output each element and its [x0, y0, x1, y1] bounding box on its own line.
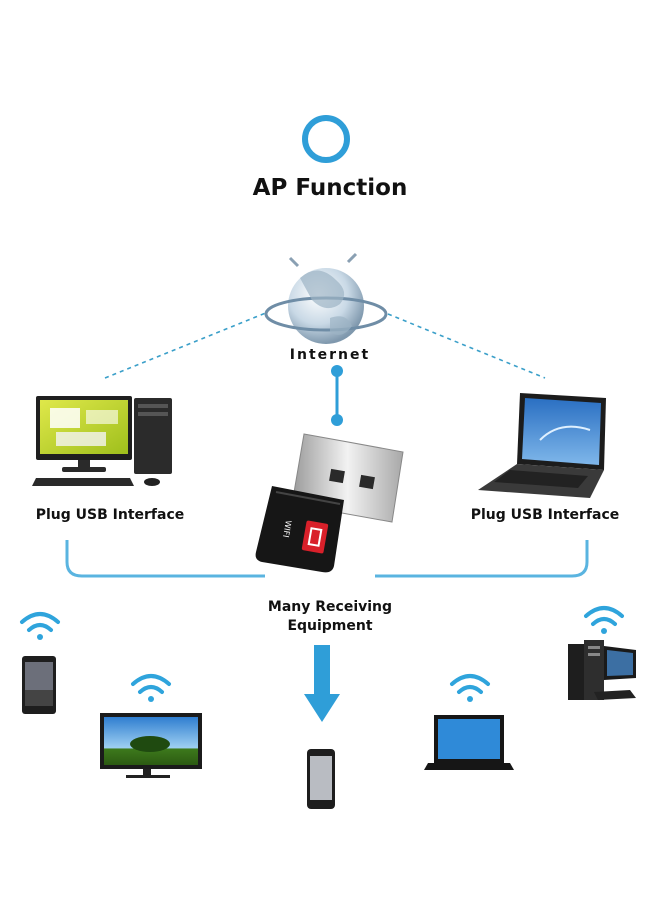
wifi-icon — [20, 612, 60, 640]
receiving-label: Many Receiving Equipment — [240, 598, 420, 636]
right-label: Plug USB Interface — [470, 507, 620, 523]
server-icon — [568, 640, 636, 700]
connector-dot-bottom — [331, 414, 343, 426]
laptop-icon — [478, 393, 606, 498]
connector-dot-top — [331, 365, 343, 377]
adapter-logo-text: WIFI — [281, 520, 293, 539]
ring-icon — [302, 115, 350, 163]
internet-label: Internet — [289, 347, 371, 363]
wifi-icon — [450, 674, 490, 702]
page-title: AP Function — [252, 175, 408, 201]
bracket-right — [375, 540, 589, 578]
receiving-label-line1: Many Receiving — [267, 599, 393, 615]
receiving-label-line2: Equipment — [287, 618, 373, 634]
tablet-icon — [22, 656, 56, 714]
laptop-icon — [424, 715, 514, 770]
arrow-down-icon — [304, 645, 340, 722]
wifi-icon — [584, 606, 624, 634]
monitor-icon — [100, 713, 202, 778]
usb-adapter-icon: WIFI — [255, 433, 404, 573]
wifi-icon — [131, 674, 171, 702]
left-label: Plug USB Interface — [35, 507, 185, 523]
bracket-left — [65, 540, 265, 578]
dashed-link-left — [104, 311, 269, 379]
phone-icon — [307, 749, 335, 809]
globe-icon — [264, 252, 388, 344]
dashed-link-right — [387, 313, 546, 379]
desktop-pc-icon — [32, 396, 172, 486]
